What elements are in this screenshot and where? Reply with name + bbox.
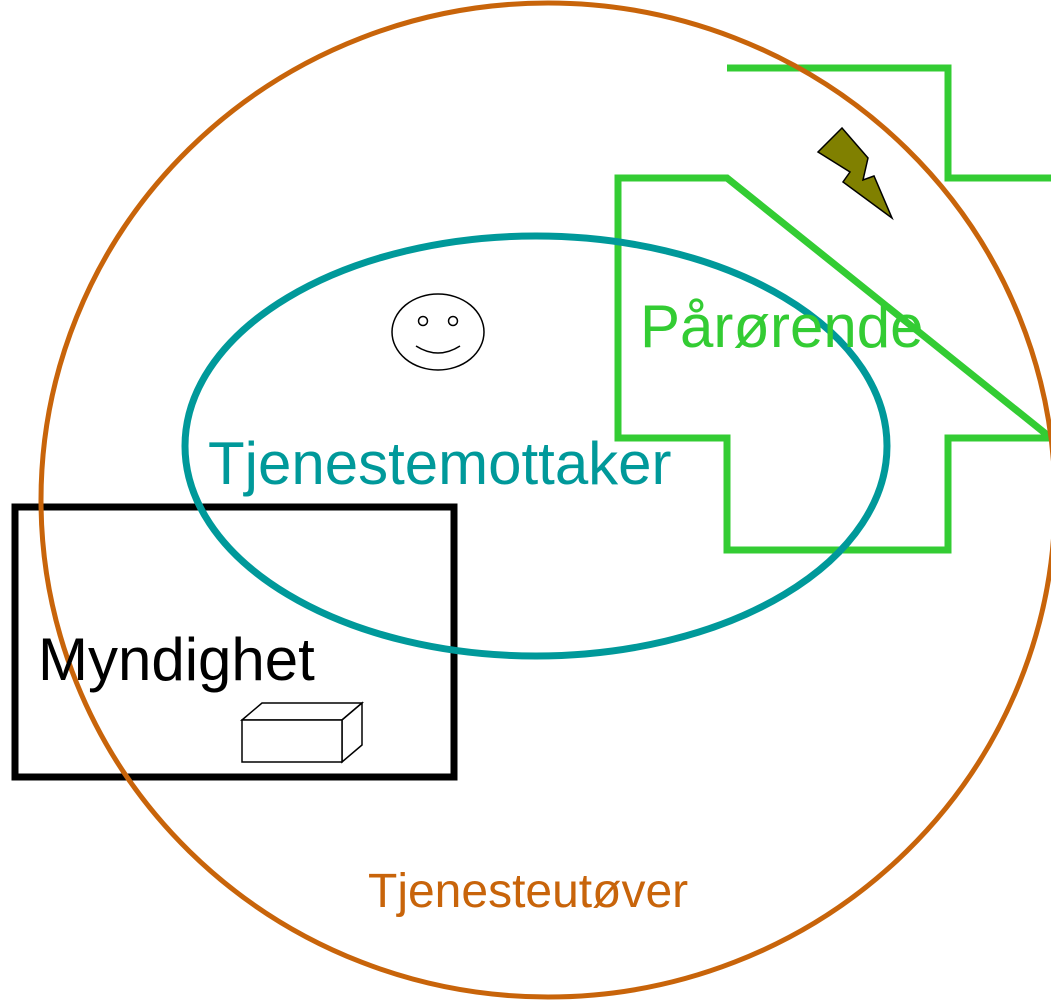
myndighet-box (11, 503, 458, 781)
parorende-cross (614, 64, 1051, 554)
lightning-icon (816, 126, 894, 221)
box-icon (239, 701, 365, 764)
tjenesteutover-circle (38, 0, 1051, 1000)
parorende-label: Pårørende (640, 293, 923, 360)
smiley-face-icon (391, 293, 485, 371)
tjenesteutover-label: Tjenesteutøver (368, 865, 688, 918)
tjenestemottaker-ellipse (181, 232, 891, 660)
tjenestemottaker-label: Tjenestemottaker (208, 430, 672, 497)
myndighet-label: Myndighet (38, 626, 315, 693)
